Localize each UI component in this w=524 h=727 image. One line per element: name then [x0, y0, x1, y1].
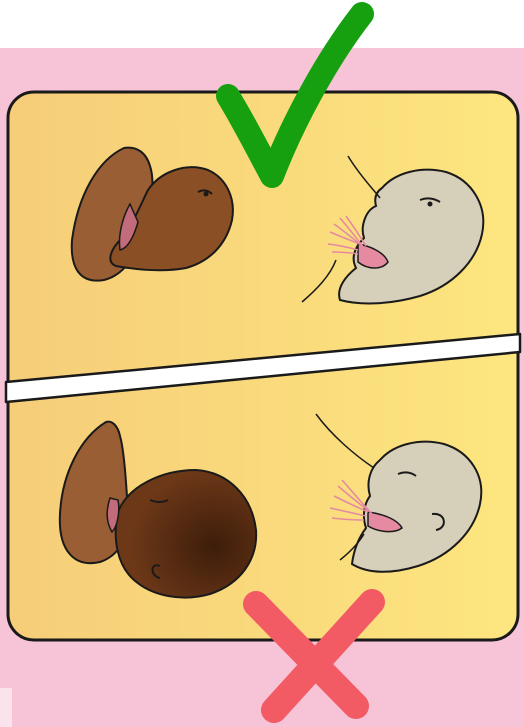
baby-head-bottom [116, 470, 256, 598]
frame-corner-patch [0, 688, 12, 727]
detail-pupil-top [428, 202, 433, 207]
baby-pupil-top [204, 192, 209, 197]
